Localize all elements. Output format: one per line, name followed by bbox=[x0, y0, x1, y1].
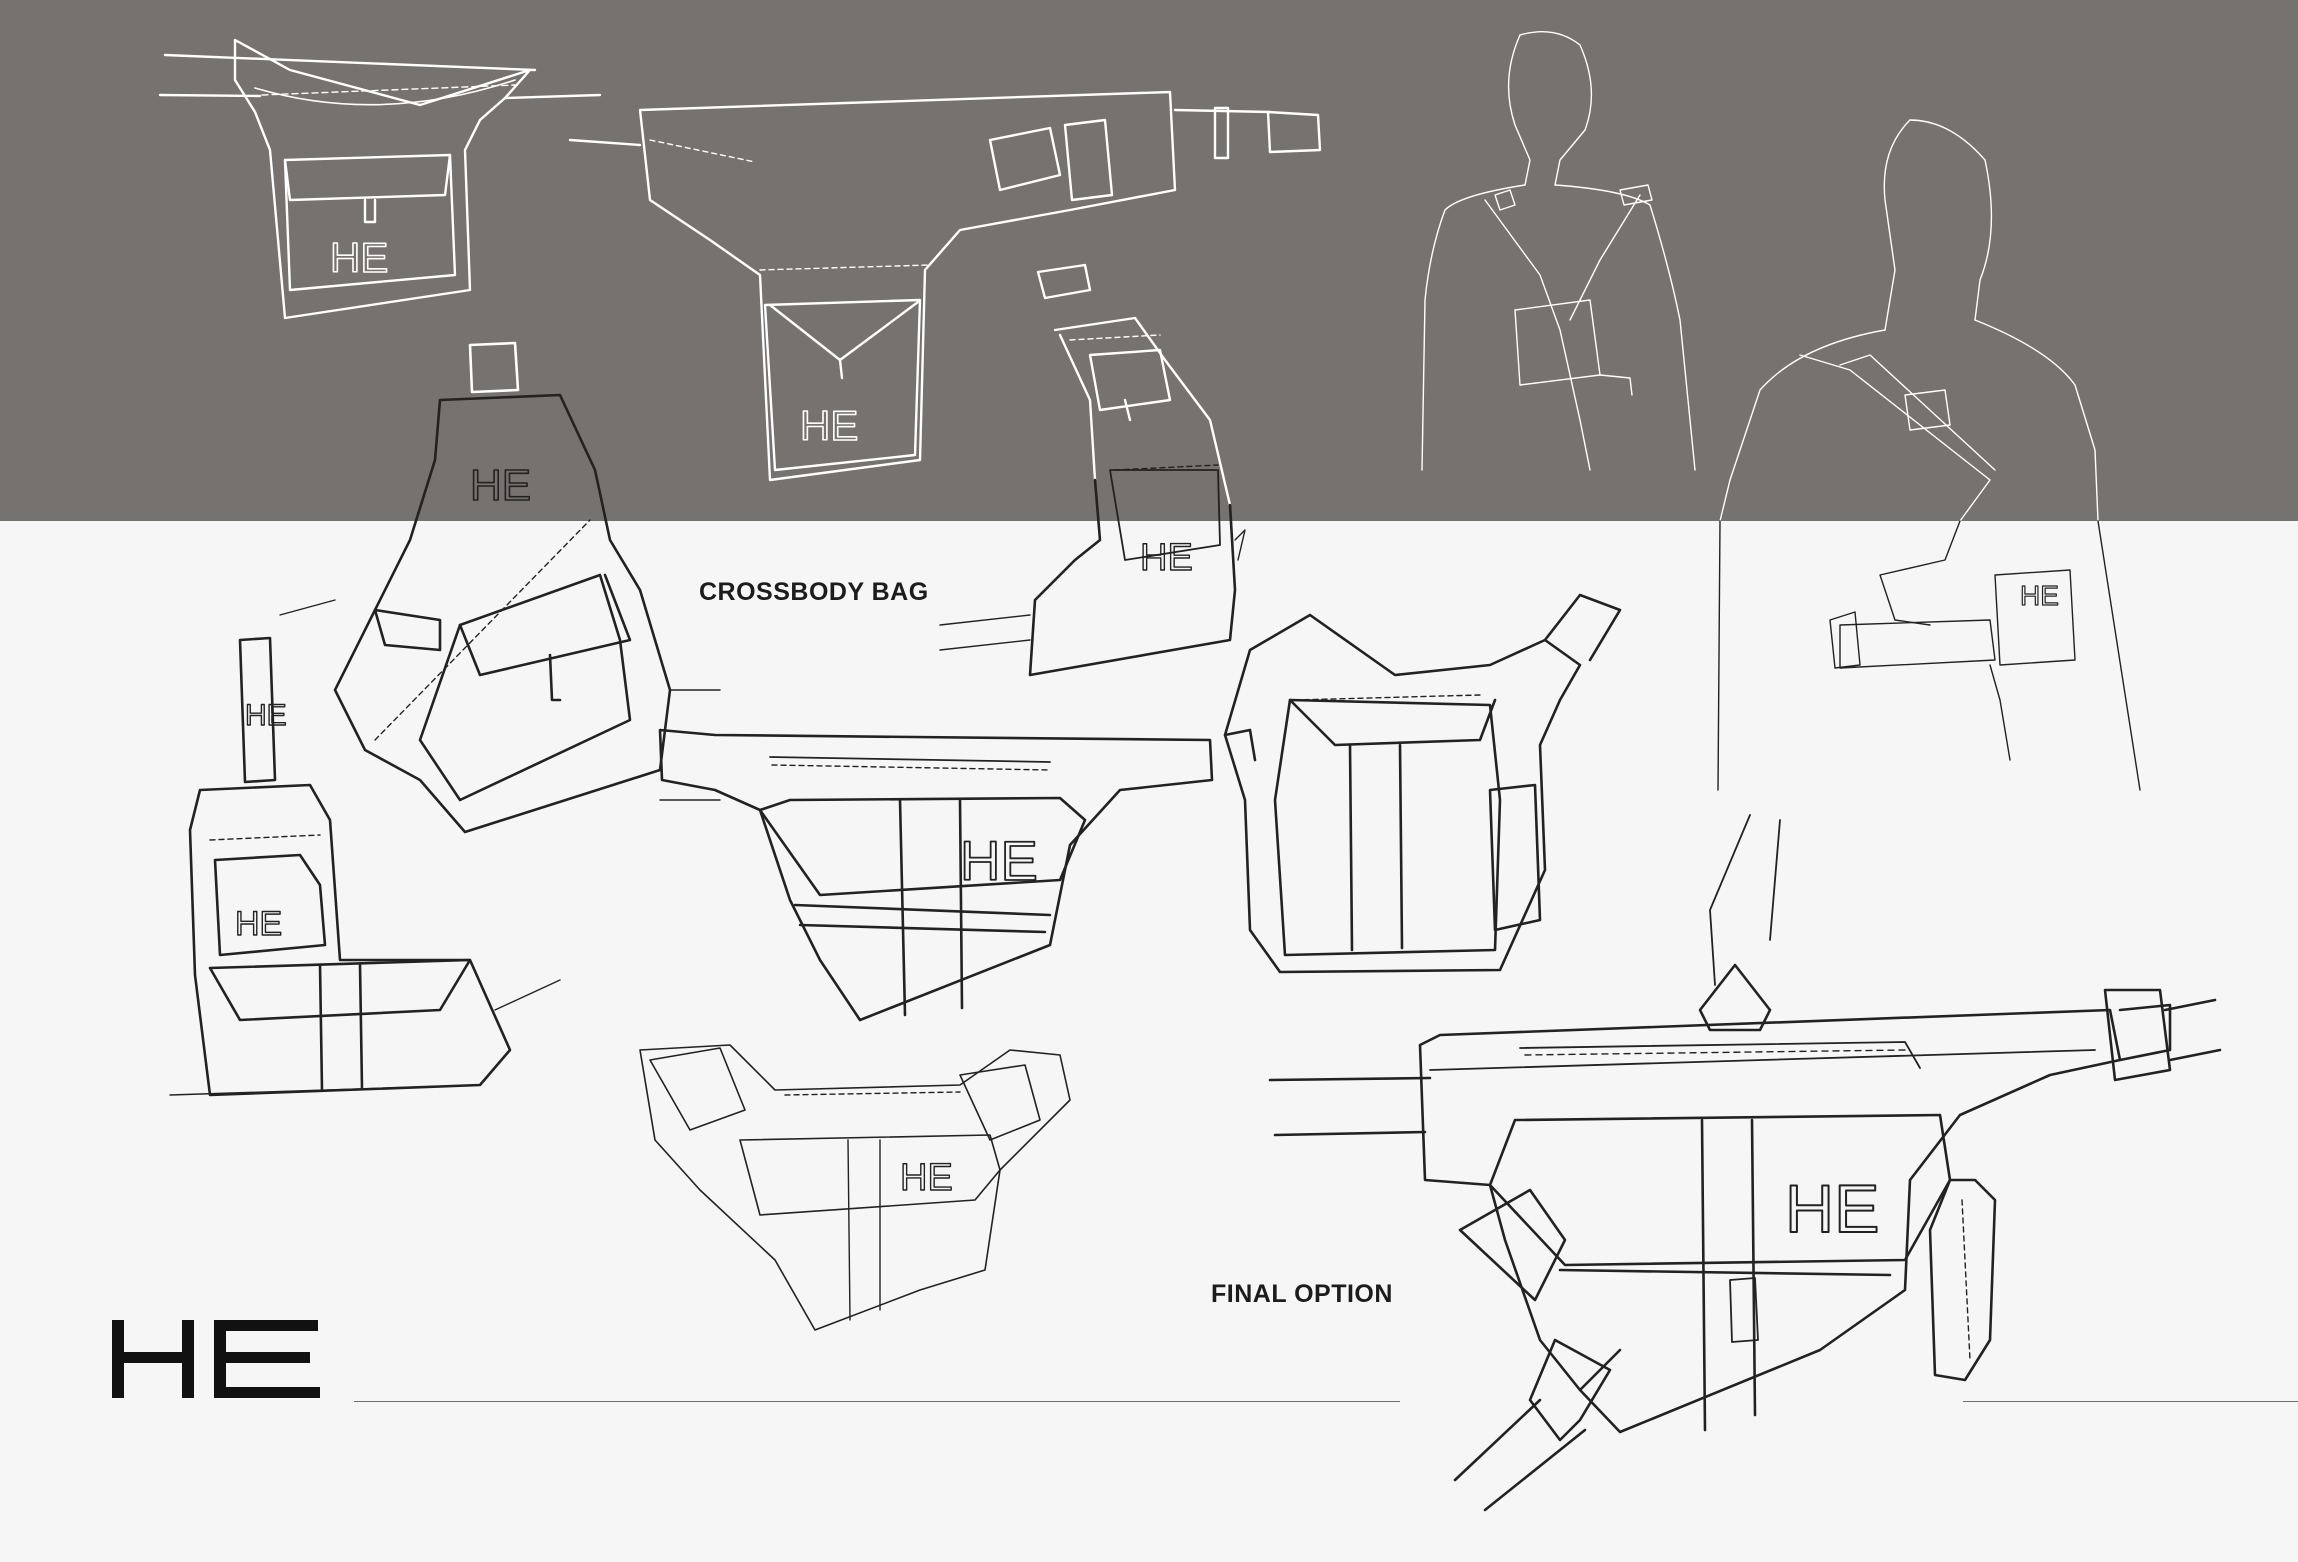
sketch-beltbag-center: HE bbox=[658, 728, 1214, 1022]
svg-text:HE: HE bbox=[235, 905, 282, 943]
sketch-sidebag-upper-lower: HE bbox=[939, 464, 1246, 677]
sketch-sling-side: HE HE bbox=[169, 636, 561, 1097]
sketch-beltbag-wide: HE bbox=[568, 90, 1322, 482]
svg-text:HE: HE bbox=[960, 829, 1038, 892]
divider-line-right bbox=[1963, 1401, 2298, 1402]
svg-text:HE: HE bbox=[2020, 580, 2059, 611]
sketch-sidebag-upper bbox=[1036, 263, 1232, 507]
paper-sketches: HE HE HE HE bbox=[169, 341, 2222, 1512]
svg-text:HE: HE bbox=[330, 234, 388, 281]
divider-line-left bbox=[354, 1401, 1400, 1402]
svg-text:HE: HE bbox=[1785, 1171, 1879, 1247]
top-band-background bbox=[0, 0, 2298, 521]
band-sketches: HE HE bbox=[158, 30, 2099, 522]
brand-logo bbox=[112, 1320, 320, 1398]
svg-text:HE: HE bbox=[245, 699, 287, 732]
svg-text:HE: HE bbox=[470, 461, 531, 510]
sketch-beltbag-front-small: HE bbox=[158, 38, 602, 320]
sketch-person-front bbox=[1421, 30, 1696, 471]
sketch-person-back-lower: HE bbox=[1717, 520, 2141, 791]
final-option-label: FINAL OPTION bbox=[1211, 1280, 1393, 1308]
sketch-crossbody-right bbox=[1223, 593, 1622, 974]
svg-text:HE: HE bbox=[900, 1157, 953, 1199]
svg-text:HE: HE bbox=[800, 402, 858, 449]
crossbody-bag-label: CROSSBODY BAG bbox=[699, 578, 929, 606]
sketch-sling-bag: HE bbox=[279, 341, 721, 834]
svg-text:HE: HE bbox=[1140, 537, 1193, 579]
sketch-beltbag-bottom: HE bbox=[639, 1044, 1071, 1331]
sketch-person-back bbox=[1719, 119, 2099, 522]
sketch-final-option: HE bbox=[1268, 814, 2222, 1512]
